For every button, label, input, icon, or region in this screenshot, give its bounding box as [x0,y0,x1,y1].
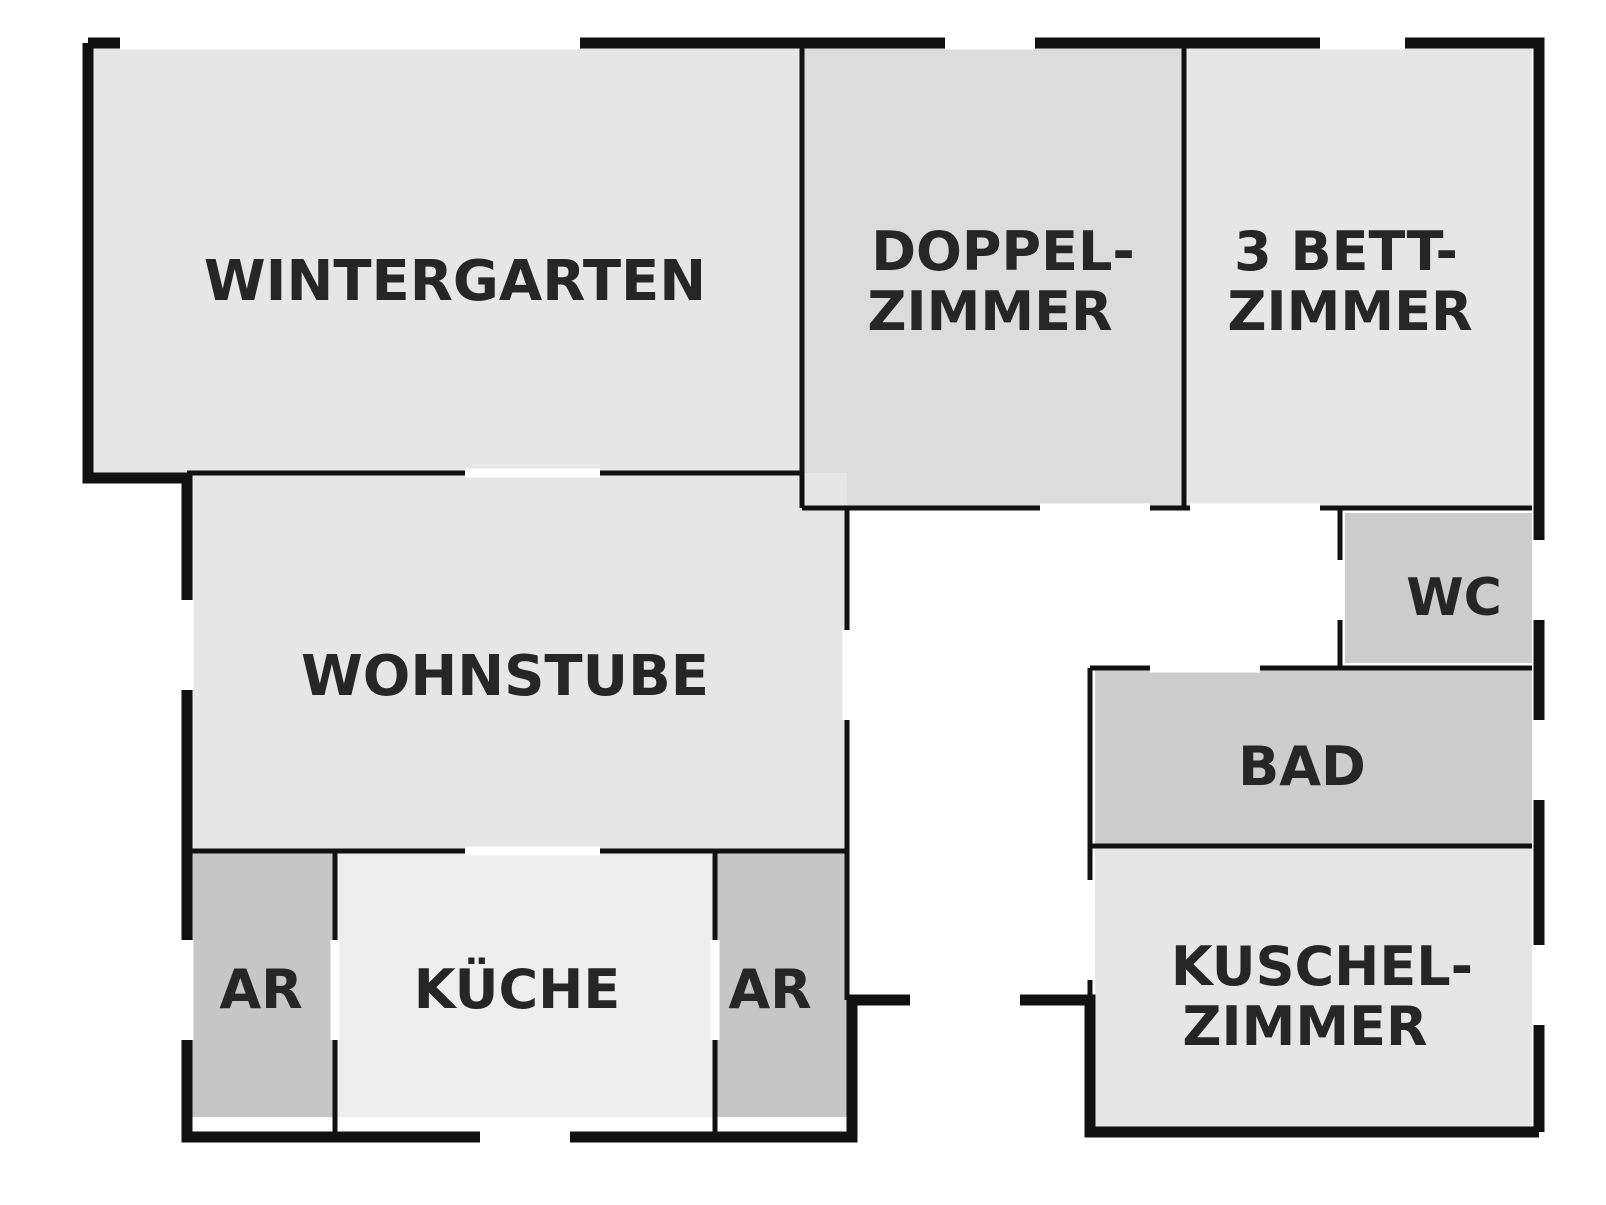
room-bad [1095,668,1532,846]
room-kuschelzimmer [1095,846,1532,1127]
label-wintergarten: WINTERGARTEN [204,249,706,314]
door-openings [330,468,1345,1040]
room-doppelzimmer [802,48,1184,508]
room-kueche [335,851,715,1117]
room-wc [1345,513,1532,663]
label-wohnstube: WOHNSTUBE [301,644,709,709]
room-wintergarten [88,48,802,473]
room-wohnstube [187,473,847,851]
label-doppelzimmer-line1: DOPPEL- [871,220,1135,283]
room-dreibettzimmer [1184,48,1532,508]
label-dreibettzimmer-line1: 3 BETT- [1234,220,1458,283]
label-ar-left: AR [219,958,302,1021]
label-bad: BAD [1238,735,1366,798]
room-ar-left [187,851,335,1117]
label-dreibettzimmer-line2: ZIMMER [1227,280,1472,343]
label-kueche: KÜCHE [414,958,620,1021]
label-kuschelzimmer-line1: KUSCHEL- [1171,935,1473,998]
room-ar-right [715,851,847,1117]
label-wc: WC [1406,568,1502,628]
label-doppelzimmer-line2: ZIMMER [867,280,1112,343]
label-kuschelzimmer-line2: ZIMMER [1182,995,1427,1058]
windows [120,36,1546,1144]
label-ar-right: AR [728,958,811,1021]
